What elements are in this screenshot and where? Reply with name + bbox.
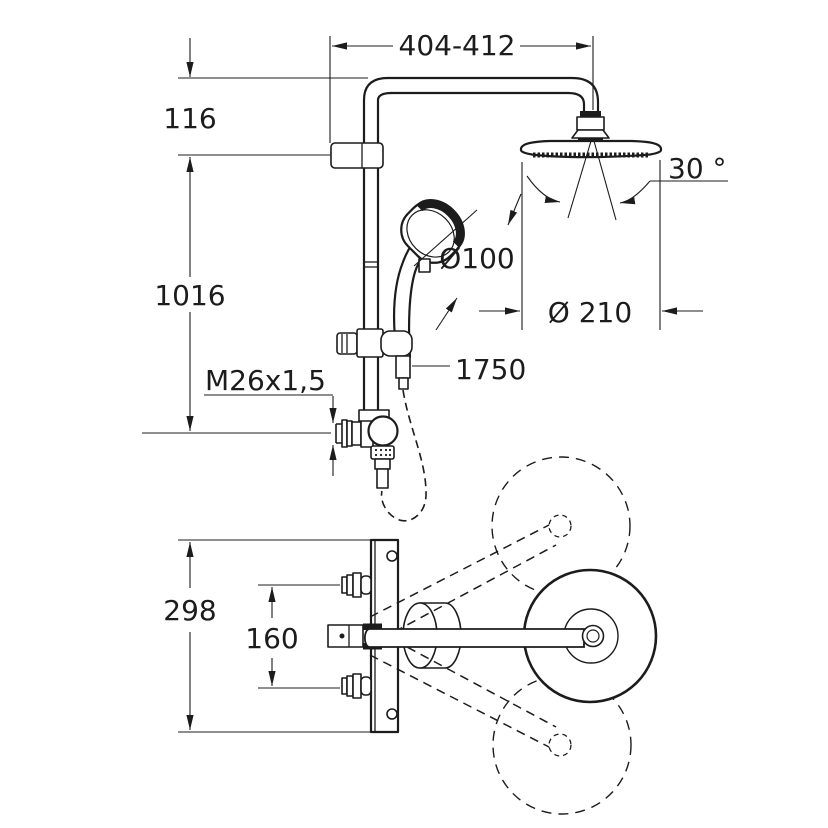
head-shower [519,111,663,159]
stem-end-outer [581,624,605,648]
hose-outlet [376,468,389,489]
hand-shower [392,199,465,359]
inlet-union-bottom [341,673,372,699]
handle-end-dot [339,633,345,639]
knob-hub-down [548,733,572,757]
hand-shower-lever [418,258,431,273]
dim-label-arm-drop: 116 [163,102,216,135]
body-screw-bottom [386,708,398,720]
stem-end-inner [586,629,600,643]
thermostat-side-view [327,456,658,815]
dim-label-hose-length: 1750 [455,353,526,386]
shower-system-front-view [330,76,663,522]
wall-bracket [330,142,384,169]
ball-joint [367,415,399,447]
bottom-connection [335,409,399,489]
dim-arrow [435,297,458,331]
head-shower-disc [519,139,663,159]
inlet-union-top [341,572,372,598]
glide-holder [336,328,413,390]
angle-arc [619,180,651,205]
dim-label-connection-distance: 160 [245,622,298,655]
dim-label-valve-height: 298 [163,594,216,627]
hand-shower-head [400,199,465,264]
dim-arrow [507,193,522,226]
spray-cone-line [593,140,617,221]
diameter-chord [413,209,478,267]
dim-label-rail-height: 1016 [154,279,225,312]
head-connector-ring [580,111,601,117]
dim-label-spray-angle: 30 ° [668,152,727,185]
head-connector-nut [576,116,605,131]
knurled-nut [370,445,395,460]
handle-end-cap [327,624,364,648]
handle-flange-band [363,623,382,630]
dim-label-head-diameter: Ø 210 [548,296,632,329]
dimension-annotations: 404-412 116 1016 M26x1,5 30 ° Ø100 [142,29,728,733]
body-screw-top [386,550,398,562]
nipple-flange [351,421,362,446]
spray-cone-line [567,140,592,219]
knob-hub-up [548,514,572,538]
hose-nut [398,377,409,390]
head-connector-cone [571,129,610,139]
hose-outlet-top [374,458,391,470]
dim-label-arm-reach: 404-412 [399,29,516,62]
hose-connector [395,355,411,379]
holder-cup [380,330,413,357]
rail-elbow-inner [376,91,394,102]
holder-clamp [356,328,384,358]
angle-arc [526,175,561,203]
dim-label-thread: M26x1,5 [205,364,326,397]
dim-label-hand-diameter: Ø100 [439,242,514,275]
knob-stem [363,628,585,648]
hand-shower-head-rim [406,209,455,258]
knurl-dots [374,448,392,457]
shower-hose-dashed [380,389,427,522]
arm-elbow-inner [566,91,586,113]
hand-shower-face-band [416,199,465,248]
temperature-knob [363,568,658,704]
wall-bracket-body [330,142,384,169]
rail-elbow-outer [362,76,390,102]
